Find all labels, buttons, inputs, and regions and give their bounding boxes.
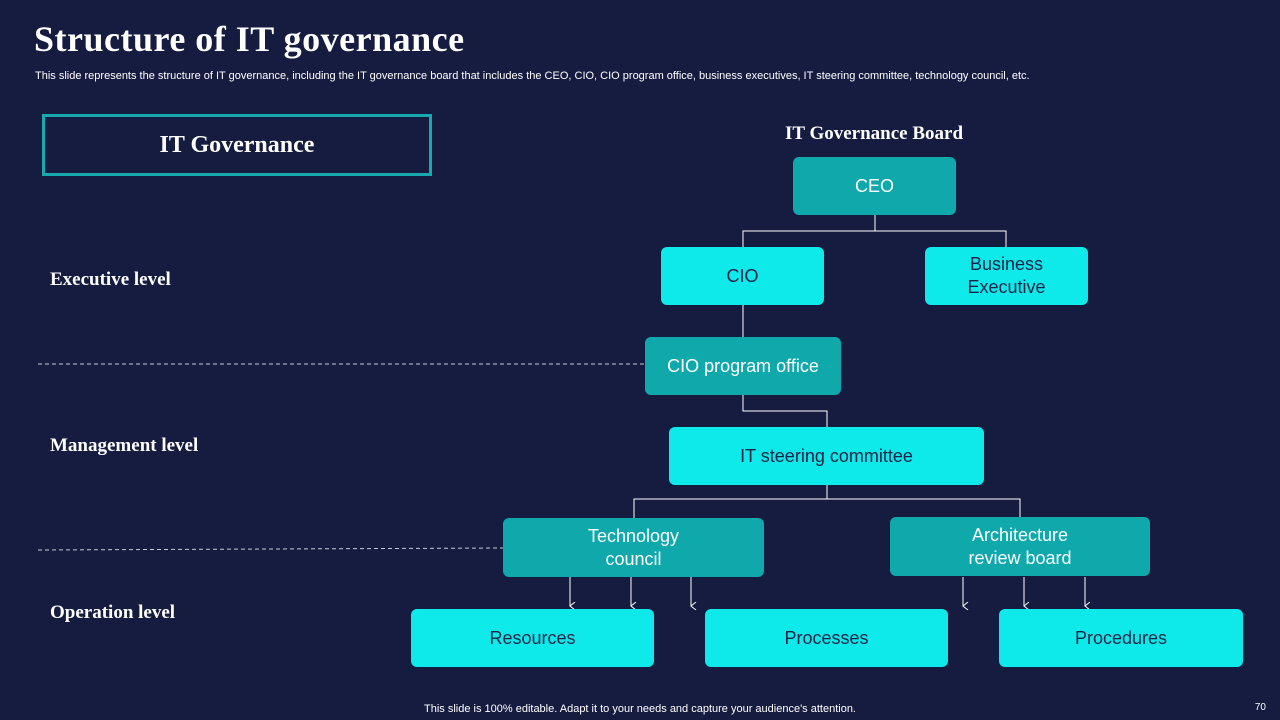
slide-subtitle: This slide represents the structure of I…: [35, 70, 1030, 82]
node-processes-label: Processes: [784, 627, 869, 648]
node-procedures-label: Procedures: [1074, 627, 1168, 648]
board-title: IT Governance Board: [784, 123, 964, 144]
footer-note: This slide is 100% editable. Adapt it to…: [424, 703, 856, 715]
node-ceo: CEO: [793, 157, 956, 215]
node-technology-council: Technology council: [503, 518, 764, 577]
node-architecture-review-board-label: Architecture review board: [968, 524, 1072, 568]
operation-level-label: Operation level: [50, 602, 176, 623]
node-technology-council-label: Technology council: [587, 525, 680, 569]
node-cio-label: CIO: [726, 265, 759, 286]
node-cio-program-office: CIO program office: [645, 337, 841, 395]
node-it-steering-committee: IT steering committee: [669, 427, 984, 485]
node-architecture-review-board: Architecture review board: [890, 517, 1150, 576]
it-governance-box: IT Governance: [42, 114, 432, 176]
connector-steering-branch: [633, 498, 1021, 518]
separator-management-operation: [37, 547, 504, 551]
executive-level-label: Executive level: [50, 269, 171, 290]
slide-title: Structure of IT governance: [34, 19, 465, 59]
node-procedures: Procedures: [999, 609, 1243, 667]
connector-ceo-branch: [742, 230, 1007, 247]
connector-program-steering: [742, 395, 828, 427]
it-governance-label: IT Governance: [159, 131, 315, 158]
node-resources: Resources: [411, 609, 654, 667]
node-cio-program-office-label: CIO program office: [667, 355, 819, 376]
node-resources-label: Resources: [489, 627, 576, 648]
node-business-executive: Business Executive: [925, 247, 1088, 305]
node-processes: Processes: [705, 609, 948, 667]
node-ceo-label: CEO: [854, 175, 894, 196]
node-business-executive-label: Business Executive: [967, 254, 1046, 297]
node-it-steering-committee-label: IT steering committee: [740, 445, 913, 466]
page-number: 70: [1254, 702, 1266, 713]
management-level-label: Management level: [50, 435, 199, 456]
node-cio: CIO: [661, 247, 824, 305]
